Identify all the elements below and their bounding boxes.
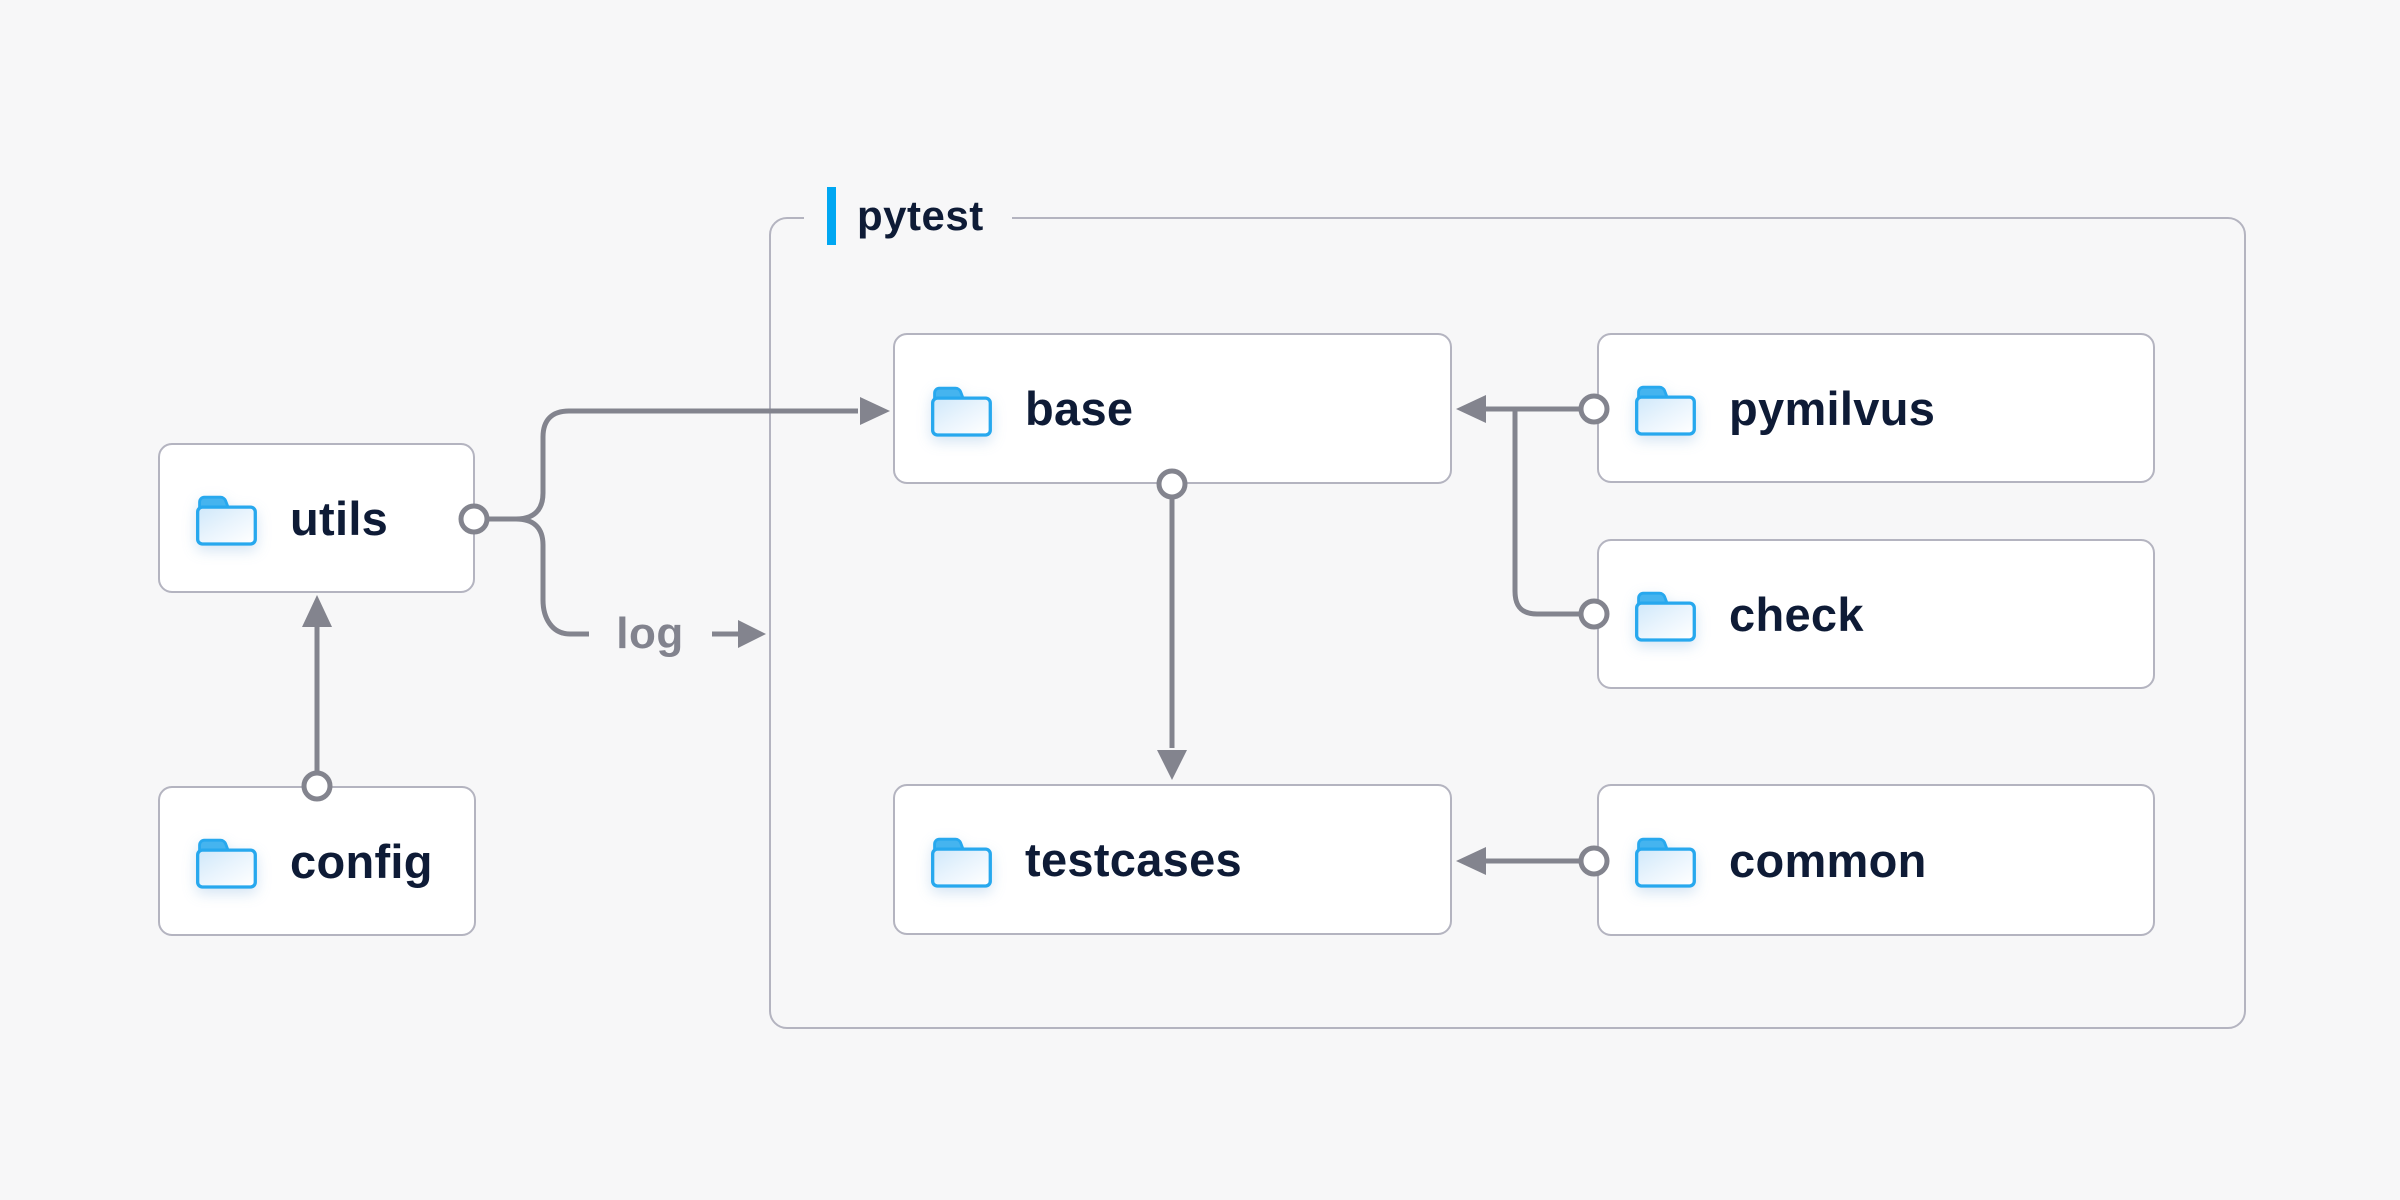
node-config: config — [158, 786, 476, 936]
folder-icon — [1635, 837, 1696, 888]
node-testcases: testcases — [893, 784, 1452, 935]
folder-icon — [196, 495, 257, 546]
node-utils: utils — [158, 443, 475, 593]
node-pymilvus: pymilvus — [1597, 333, 2155, 483]
group-pytest-label: pytest — [804, 184, 1012, 248]
folder-icon — [931, 386, 992, 437]
accent-bar — [827, 187, 836, 245]
node-label: common — [1729, 833, 1927, 887]
folder-icon — [1635, 591, 1696, 642]
arrowhead-up — [302, 595, 332, 627]
group-pytest-title: pytest — [857, 192, 984, 239]
folder-icon — [931, 837, 992, 888]
node-label: pymilvus — [1729, 381, 1936, 435]
node-check: check — [1597, 539, 2155, 689]
edge-config-to-utils — [301, 595, 333, 802]
node-common: common — [1597, 784, 2155, 936]
group-pytest — [769, 217, 2246, 1029]
node-label: config — [290, 834, 433, 888]
folder-icon — [1635, 385, 1696, 436]
folder-icon — [196, 838, 257, 889]
node-label: utils — [290, 491, 389, 545]
edge-label-log: log — [616, 609, 684, 658]
edge-utils-to-log — [515, 516, 589, 637]
node-label: testcases — [1025, 833, 1242, 886]
node-label: base — [1025, 382, 1134, 435]
edge-log-arrow — [712, 620, 766, 648]
node-base: base — [893, 333, 1452, 484]
arrowhead-right — [738, 620, 766, 648]
node-label: check — [1729, 587, 1864, 641]
